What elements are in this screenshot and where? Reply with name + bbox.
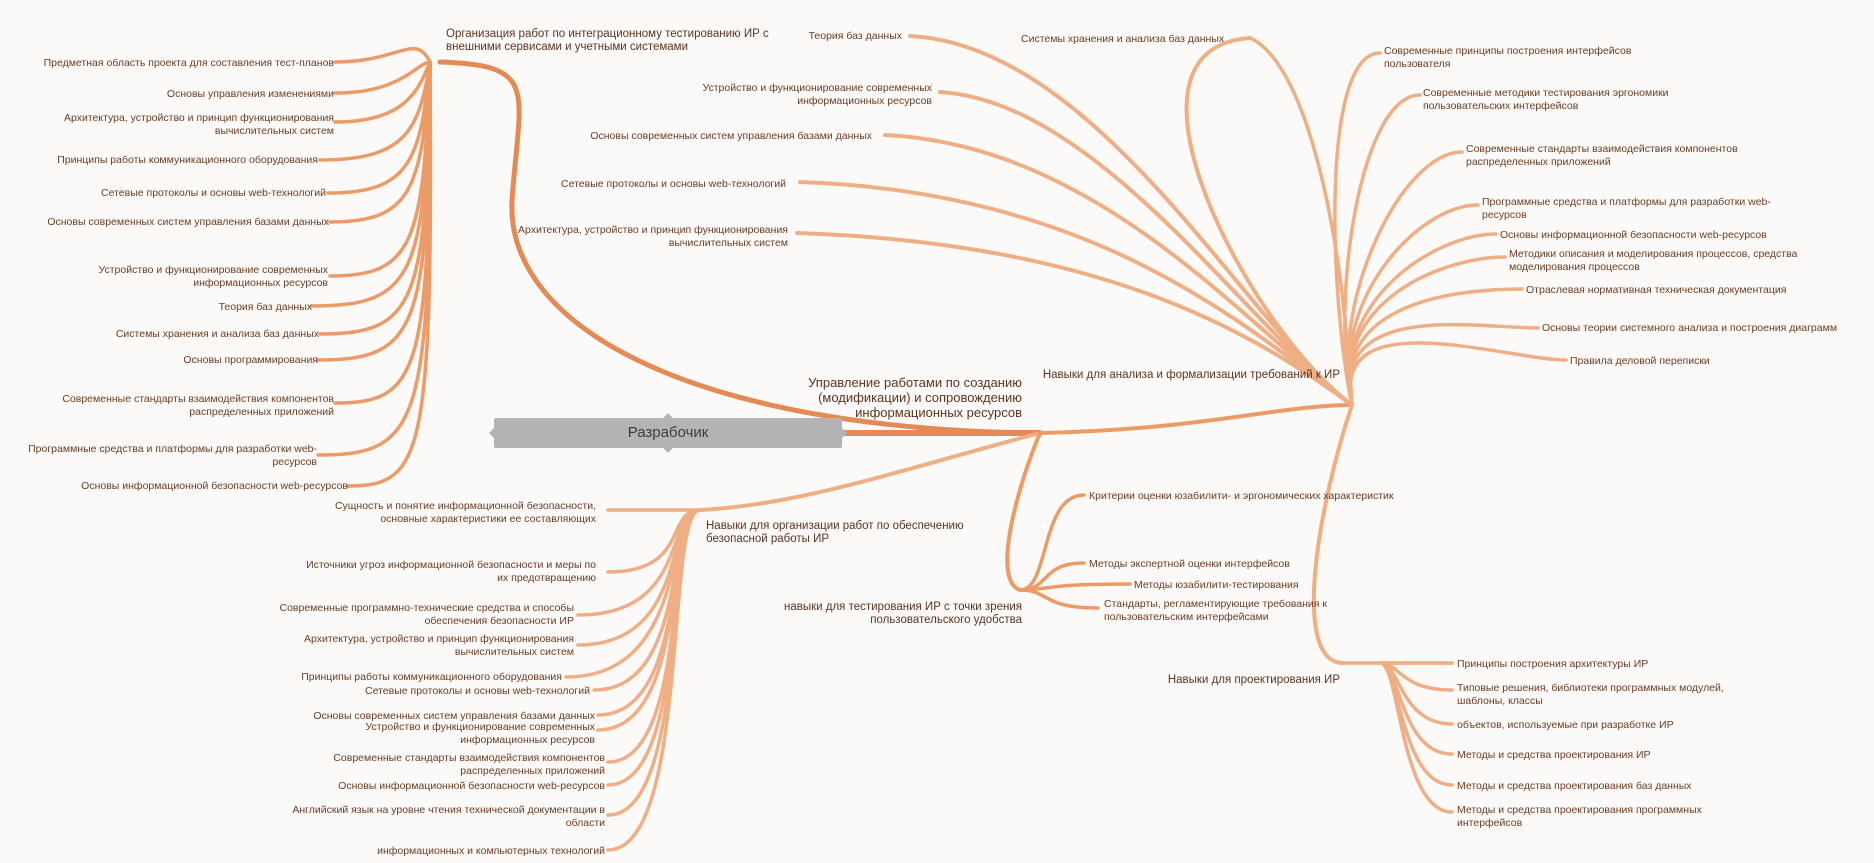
b3-left-leaf-link (798, 180, 1354, 407)
b4-item[interactable]: Принципы работы коммуникационного оборуд… (301, 671, 562, 683)
connector-lines (310, 34, 1568, 852)
b3-left-leaf-link (795, 231, 1354, 407)
b4-item[interactable]: Сущность и понятие информационной безопа… (334, 500, 596, 525)
b3-left-item[interactable]: Устройство и функционирование современны… (702, 82, 933, 107)
b1-main-link (437, 59, 1043, 436)
branch-management-title[interactable]: Управление работами по созданию (модифик… (808, 375, 1022, 420)
b3-right-item[interactable]: Современные стандарты взаимодействия ком… (1466, 143, 1738, 168)
b6-item[interactable]: Методы и средства проектирования ИР (1457, 749, 1651, 761)
b4-item[interactable]: информационных и компьютерных технологий (377, 845, 605, 857)
b1-item[interactable]: Теория баз данных (218, 301, 312, 313)
b6-item[interactable]: объектов, используемые при разработке ИР (1457, 719, 1674, 731)
b3-right-item[interactable]: Методики описания и моделирования процес… (1509, 248, 1798, 273)
b1-item[interactable]: Предметная область проекта для составлен… (43, 57, 334, 69)
b3-right-leaf-link (1343, 93, 1422, 407)
b1-item[interactable]: Программные средства и платформы для раз… (28, 443, 317, 468)
b4-item[interactable]: Основы современных систем управления баз… (313, 710, 595, 722)
b3-left-item[interactable]: Архитектура, устройство и принцип функци… (518, 224, 788, 249)
b3-right-item[interactable]: Основы информационной безопасности web-р… (1500, 229, 1767, 241)
b3-left-item[interactable]: Основы современных систем управления баз… (590, 130, 872, 142)
b1-leaf-link (318, 60, 432, 336)
b1-item[interactable]: Современные стандарты взаимодействия ком… (62, 393, 334, 418)
b3-right-leaf-link (1333, 51, 1382, 407)
b4-item[interactable]: Сетевые протоколы и основы web-технологи… (365, 685, 590, 697)
b4-item[interactable]: Архитектура, устройство и принцип функци… (304, 633, 574, 658)
b3-right-item[interactable]: Правила деловой переписки (1570, 355, 1710, 367)
b1-item[interactable]: Основы информационной безопасности web-р… (81, 480, 348, 492)
b4-leaf-link (606, 508, 702, 852)
expand-left-icon (484, 428, 494, 438)
b6-main-link (1311, 403, 1354, 665)
b4-item[interactable]: Современные программно-технические средс… (279, 602, 574, 627)
central-node-label: Разрабочик (627, 424, 709, 441)
central-node[interactable]: Разрабочик (489, 413, 847, 453)
b4-main-link (698, 431, 1042, 512)
branch-integration-testing-title[interactable]: Организация работ по интеграционному тес… (446, 28, 769, 53)
b3-right-item[interactable]: Программные средства и платформы для раз… (1482, 196, 1771, 221)
branch-security-title[interactable]: Навыки для организации работ по обеспече… (706, 520, 964, 545)
branch-usability-testing-title[interactable]: навыки для тестирования ИР с точки зрени… (783, 601, 1022, 626)
b1-leaf-link (346, 60, 433, 488)
b1-leaf-link (333, 60, 432, 405)
b3-right-item[interactable]: Современные методики тестирования эргоно… (1423, 87, 1669, 112)
b5-leaf-link (1018, 493, 1086, 592)
b4-item[interactable]: Основы информационной безопасности web-р… (338, 780, 605, 792)
b3-right-leaf-link (1347, 255, 1507, 407)
branch-requirements-analysis-title[interactable]: Навыки для анализа и формализации требов… (1042, 369, 1340, 381)
b3-right-item[interactable]: Отраслевая нормативная техническая докум… (1526, 284, 1787, 296)
b3-main-link (1038, 403, 1354, 435)
b1-leaf-link (333, 46, 432, 64)
b6-item[interactable]: Методы и средства проектирования баз дан… (1457, 780, 1692, 792)
b1-item[interactable]: Сетевые протоколы и основы web-технологи… (101, 187, 326, 199)
b3-left-leaf-link (1184, 36, 1354, 407)
b1-item[interactable]: Принципы работы коммуникационного оборуд… (57, 154, 318, 166)
b3-left-leaf-link (883, 133, 1354, 407)
branch-design-title[interactable]: Навыки для проектирования ИР (1167, 674, 1340, 686)
b3-right-leaf-link (1347, 287, 1524, 407)
b1-leaf-link (333, 60, 432, 95)
b1-leaf-link (316, 60, 432, 362)
b6-item[interactable]: Типовые решения, библиотеки программных … (1457, 682, 1724, 707)
b6-item[interactable]: Методы и средства проектирования програм… (1457, 804, 1702, 829)
b5-leaf-link (1018, 588, 1100, 610)
b5-item[interactable]: Методы юзабилити-тестирования (1134, 579, 1299, 591)
b3-right-leaf-link (1346, 150, 1464, 407)
b1-item[interactable]: Устройство и функционирование современны… (98, 264, 329, 289)
b1-item[interactable]: Основы программирования (183, 354, 318, 366)
b1-item[interactable]: Основы управления изменениями (166, 88, 334, 100)
b3-right-leaf-link (1348, 341, 1568, 407)
b3-right-item[interactable]: Современные принципы построения интерфей… (1384, 45, 1632, 70)
b5-main-link (1005, 431, 1042, 592)
expand-down-icon (663, 448, 673, 458)
b3-left-item[interactable]: Теория баз данных (808, 30, 902, 42)
b3-right-item[interactable]: Основы теории системного анализа и постр… (1542, 322, 1838, 334)
b4-item[interactable]: Английский язык на уровне чтения техниче… (292, 804, 605, 829)
b3-right-leaf-link (1348, 322, 1540, 407)
b5-item[interactable]: Критерии оценки юзабилити- и эргономичес… (1089, 490, 1394, 502)
b1-item[interactable]: Основы современных систем управления баз… (47, 216, 329, 228)
b1-item[interactable]: Системы хранения и анализа баз данных (115, 328, 319, 340)
b4-item[interactable]: Источники угроз информационной безопасно… (306, 559, 596, 584)
b1-leaf-link (318, 60, 432, 162)
expand-up-icon (663, 408, 673, 418)
b6-leaf-link (1378, 661, 1454, 814)
b5-item[interactable]: Методы экспертной оценки интерфейсов (1089, 558, 1290, 570)
b3-left-item[interactable]: Сетевые протоколы и основы web-технологи… (561, 178, 786, 190)
b4-item[interactable]: Устройство и функционирование современны… (365, 721, 596, 746)
b5-item[interactable]: Стандарты, регламентирующие требования к… (1104, 598, 1327, 623)
b1-item[interactable]: Архитектура, устройство и принцип функци… (64, 112, 334, 137)
b6-item[interactable]: Принципы построения архитектуры ИР (1457, 658, 1649, 670)
b4-item[interactable]: Современные стандарты взаимодействия ком… (333, 752, 605, 777)
b3-left-item[interactable]: Системы хранения и анализа баз данных (1021, 33, 1225, 45)
b1-leaf-link (333, 60, 432, 124)
expand-right-icon (842, 428, 852, 438)
